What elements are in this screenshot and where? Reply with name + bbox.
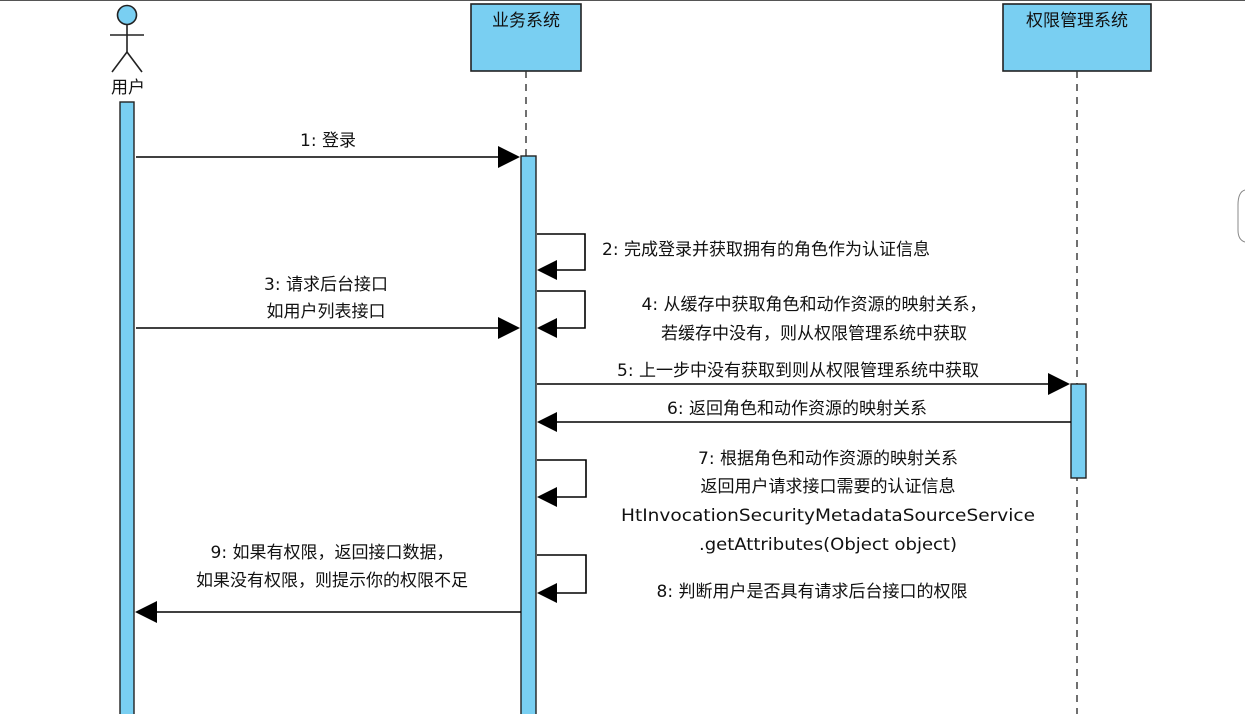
message-1-label: 1: 登录 [300, 131, 356, 151]
message-5: 5: 上一步中没有获取到则从权限管理系统中获取 [537, 361, 1070, 395]
participant-auth: 权限管理系统 [1002, 3, 1152, 72]
message-2: 2: 完成登录并获取拥有的角色作为认证信息 [537, 233, 930, 280]
edge-fragment [1237, 189, 1245, 243]
message-5-label: 5: 上一步中没有获取到则从权限管理系统中获取 [617, 361, 979, 381]
message-3-label-line2: 如用户列表接口 [267, 302, 386, 322]
message-9: 9: 如果有权限，返回接口数据， 如果没有权限，则提示你的权限不足 [135, 543, 521, 623]
message-7-label-line4: .getAttributes(Object object) [699, 535, 957, 555]
arrow-head [1048, 373, 1070, 395]
message-1: 1: 登录 [136, 131, 520, 168]
arrow-head [537, 260, 557, 280]
message-3: 3: 请求后台接口 如用户列表接口 [136, 275, 520, 339]
arrow-head [537, 583, 557, 603]
message-7-label-line2: 返回用户请求接口需要的认证信息 [701, 477, 956, 497]
participant-auth-box [1002, 3, 1152, 72]
message-6: 6: 返回角色和动作资源的映射关系 [537, 399, 1071, 432]
message-9-label-line1: 9: 如果有权限，返回接口数据， [211, 543, 454, 563]
arrow-head [135, 601, 157, 623]
message-8: 8: 判断用户是否具有请求后台接口的权限 [537, 554, 968, 603]
message-3-label-line1: 3: 请求后台接口 [264, 275, 388, 295]
arrow-head [537, 487, 557, 507]
participant-business: 业务系统 [470, 3, 582, 72]
arrow-head [498, 146, 520, 168]
message-7-label-line1: 7: 根据角色和动作资源的映射关系 [698, 449, 958, 469]
actor-user: 用户 [110, 4, 145, 98]
message-4-label-line1: 4: 从缓存中获取角色和动作资源的映射关系， [642, 295, 987, 315]
message-2-label: 2: 完成登录并获取拥有的角色作为认证信息 [602, 240, 930, 260]
arrow-head [537, 318, 557, 338]
participant-business-label: 业务系统 [492, 11, 560, 31]
message-9-label-line2: 如果没有权限，则提示你的权限不足 [196, 571, 468, 591]
message-8-label: 8: 判断用户是否具有请求后台接口的权限 [657, 582, 968, 602]
participant-auth-label: 权限管理系统 [1026, 11, 1128, 31]
actor-head [116, 4, 138, 26]
arrow-head [537, 412, 557, 432]
actor-user-label: 用户 [111, 78, 145, 98]
message-7: 7: 根据角色和动作资源的映射关系 返回用户请求接口需要的认证信息 HtInvo… [537, 449, 1035, 555]
arrow-head [498, 317, 520, 339]
message-4-label-line2: 若缓存中没有，则从权限管理系统中获取 [661, 324, 967, 344]
message-6-label: 6: 返回角色和动作资源的映射关系 [667, 399, 927, 419]
message-7-label-line3: HtInvocationSecurityMetadataSourceServic… [621, 506, 1035, 526]
activation-user [119, 101, 135, 714]
activation-auth [1070, 383, 1087, 479]
message-4: 4: 从缓存中获取角色和动作资源的映射关系， 若缓存中没有，则从权限管理系统中获… [537, 290, 987, 344]
participant-business-box [470, 3, 582, 72]
activation-business [520, 155, 537, 714]
